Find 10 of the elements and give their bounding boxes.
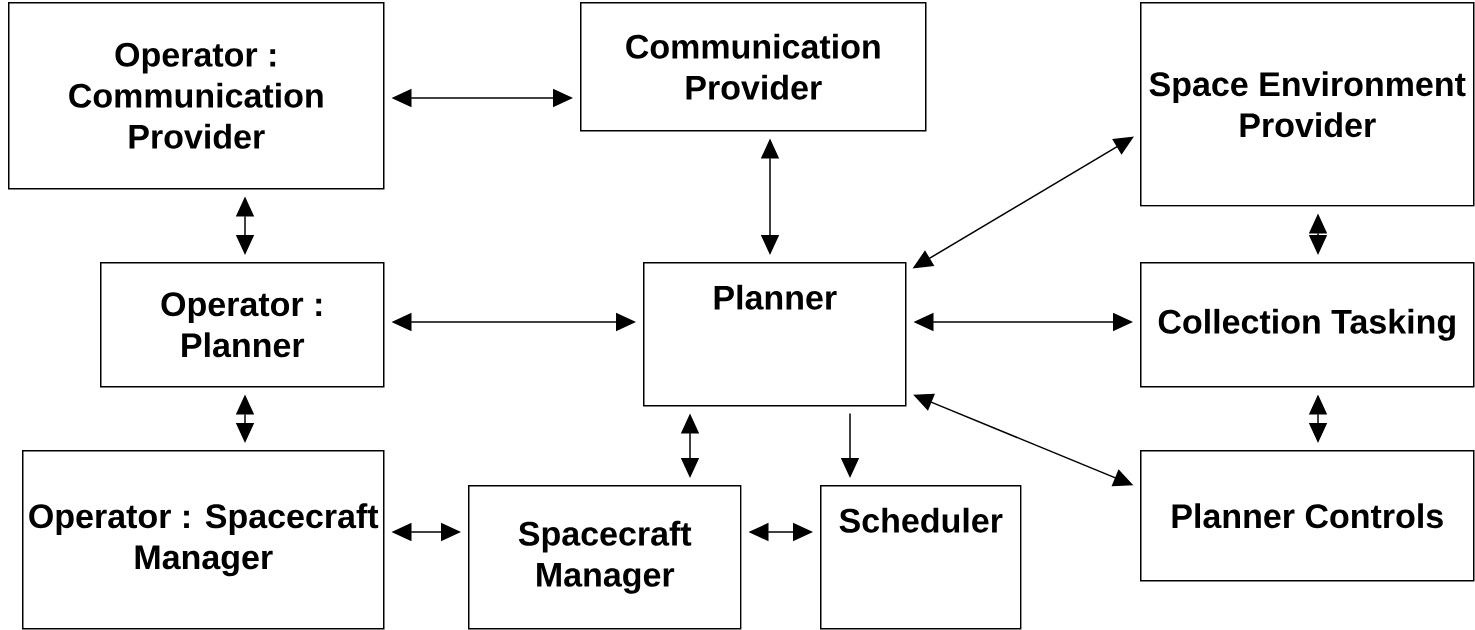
process-box: Planner [643, 262, 907, 407]
process-box: Space Environment Provider [1140, 2, 1475, 207]
process-box: Operator : Spacecraft Manager [22, 450, 385, 630]
process-box: Scheduler [820, 485, 1022, 630]
process-box: Planner Controls [1140, 450, 1475, 582]
process-box: Collection Tasking [1140, 262, 1475, 388]
process-box: Spacecraft Manager [468, 485, 742, 630]
process-box: Operator : Planner [100, 262, 385, 388]
process-box: Communication Provider [580, 2, 927, 132]
process-box: Operator : Communication Provider [8, 2, 385, 190]
